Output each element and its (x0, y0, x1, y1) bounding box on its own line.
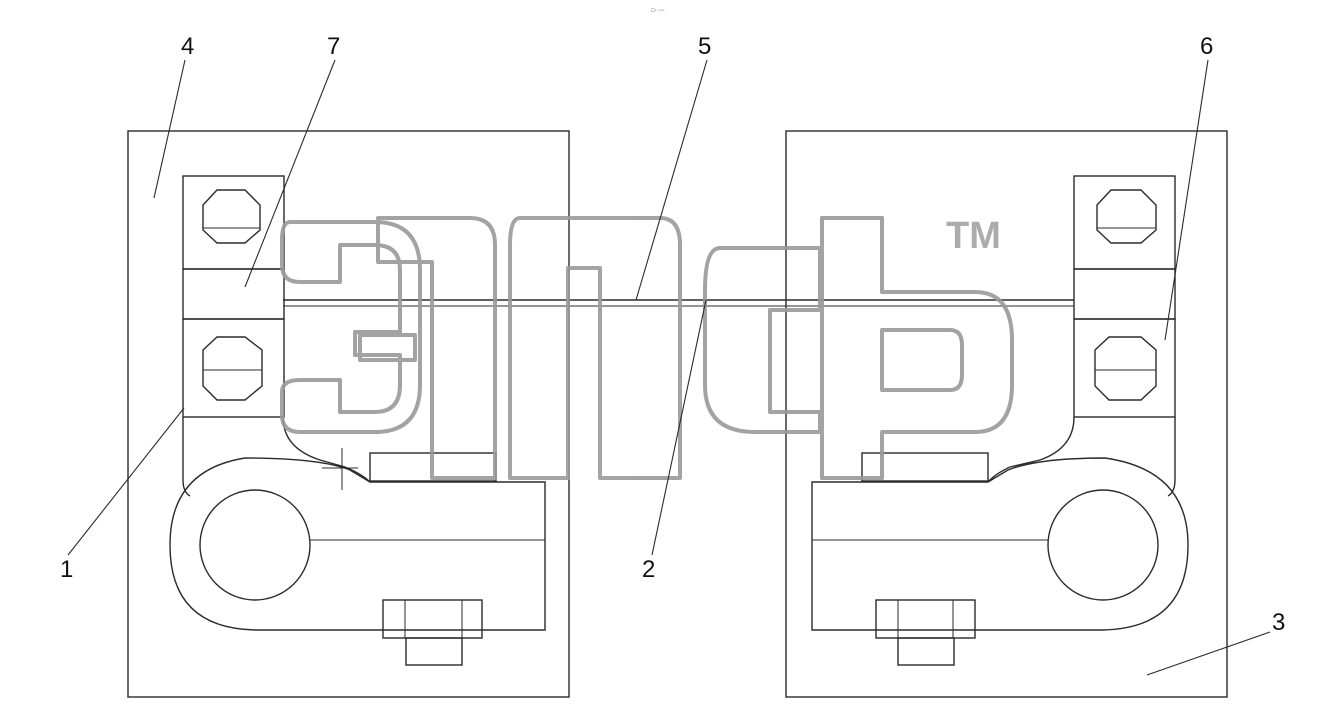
right-clamp-body-edge (1167, 417, 1176, 497)
callout-5: 5 (698, 33, 711, 60)
callout-6: 6 (1200, 33, 1213, 60)
left-stud (405, 637, 463, 666)
right-shim-plate (1073, 268, 1176, 320)
left-lower-bolt-head (202, 336, 263, 401)
left-eye-hole (199, 489, 311, 601)
right-wedge (861, 452, 989, 482)
watermark-logo: TM (280, 215, 1014, 480)
left-clamp-body-edge (182, 417, 191, 497)
right-clamp-eye (811, 457, 1189, 631)
left-lower-bolt-block (182, 318, 285, 418)
left-upper-bolt-head (202, 189, 261, 244)
right-stud (897, 637, 955, 666)
trademark-mark: TM (946, 215, 1001, 257)
left-nut (382, 599, 483, 639)
right-clamp-fillet (987, 416, 1075, 483)
left-shim-plate (182, 268, 285, 320)
header-mark: □◦ ◦◦◦ (651, 8, 665, 14)
callout-1: 1 (60, 556, 73, 583)
right-upper-bolt-head (1096, 189, 1157, 244)
right-nut (875, 599, 976, 639)
callout-3: 3 (1272, 609, 1285, 636)
callout-4: 4 (181, 33, 194, 60)
right-eye-hole (1047, 489, 1159, 601)
callout-2: 2 (642, 556, 655, 583)
left-clamp-eye (169, 457, 546, 631)
callout-7: 7 (327, 33, 340, 60)
leader-lines (67, 59, 1271, 676)
right-lower-bolt-head (1094, 336, 1157, 401)
callout-labels: 1 2 3 4 5 6 7 (60, 33, 1285, 636)
left-clamp-fillet (282, 416, 371, 483)
left-bracket-assembly (127, 130, 570, 698)
right-lower-bolt-block (1073, 318, 1176, 418)
